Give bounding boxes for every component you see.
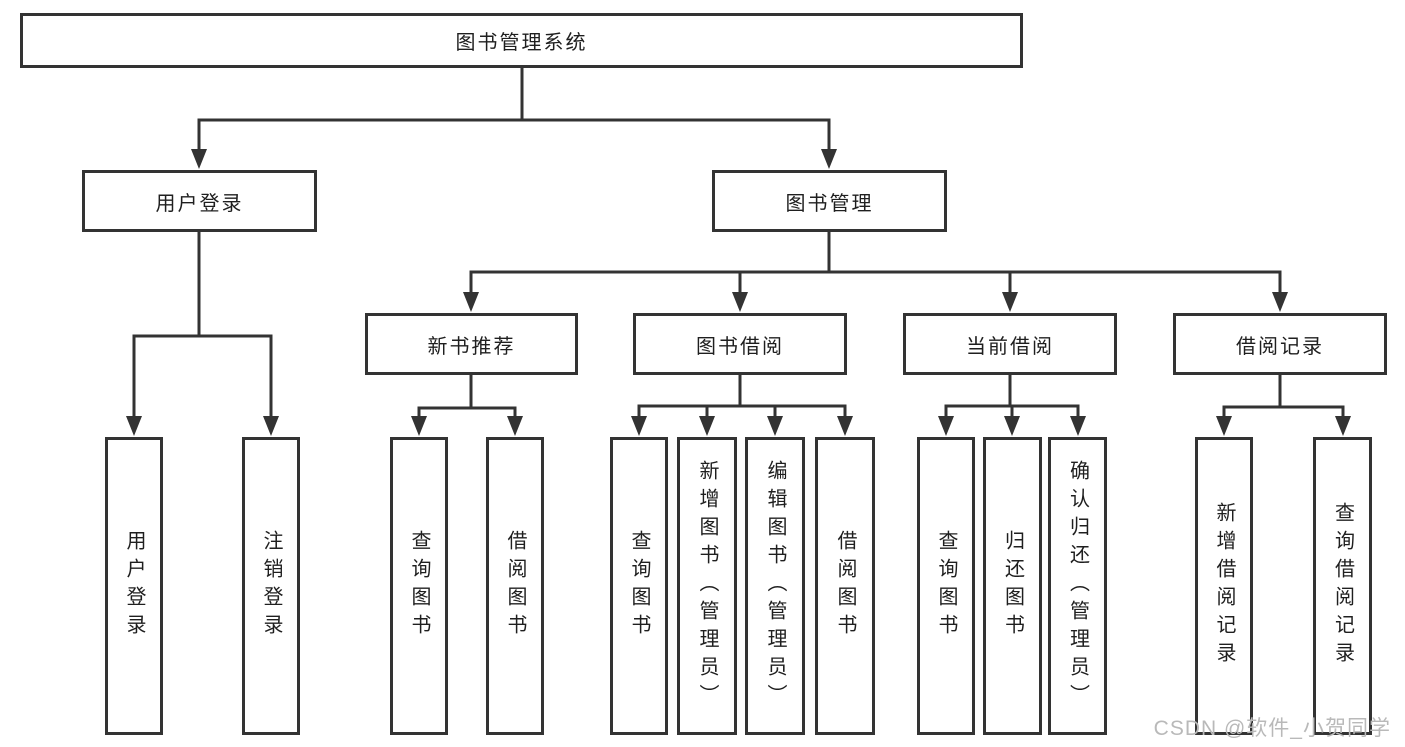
- node-current-borrowing: 当前借阅: [903, 313, 1117, 375]
- node-add-borrow-record: 新增借阅记录: [1195, 437, 1253, 735]
- node-user-login: 用户登录: [82, 170, 317, 232]
- node-return-books: 归还图书: [983, 437, 1042, 735]
- node-confirm-return-admin: 确认归还（管理员）: [1048, 437, 1107, 735]
- node-query-books-current: 查询图书: [917, 437, 975, 735]
- node-borrow-books-borrow: 借阅图书: [815, 437, 875, 735]
- watermark-text: CSDN @软件_小贺同学: [1153, 717, 1391, 740]
- node-new-book-recommendation: 新书推荐: [365, 313, 578, 375]
- node-add-books-admin: 新增图书（管理员）: [677, 437, 737, 735]
- node-query-books-borrow: 查询图书: [610, 437, 668, 735]
- node-borrowing-records: 借阅记录: [1173, 313, 1387, 375]
- node-library-management-system: 图书管理系统: [20, 13, 1023, 68]
- node-logout: 注销登录: [242, 437, 300, 735]
- node-book-borrowing: 图书借阅: [633, 313, 847, 375]
- node-query-books-newbook: 查询图书: [390, 437, 448, 735]
- node-book-management: 图书管理: [712, 170, 947, 232]
- node-borrow-books-newbook: 借阅图书: [486, 437, 544, 735]
- node-query-borrow-record: 查询借阅记录: [1313, 437, 1372, 735]
- node-edit-books-admin: 编辑图书（管理员）: [745, 437, 805, 735]
- node-user-login-leaf: 用户登录: [105, 437, 163, 735]
